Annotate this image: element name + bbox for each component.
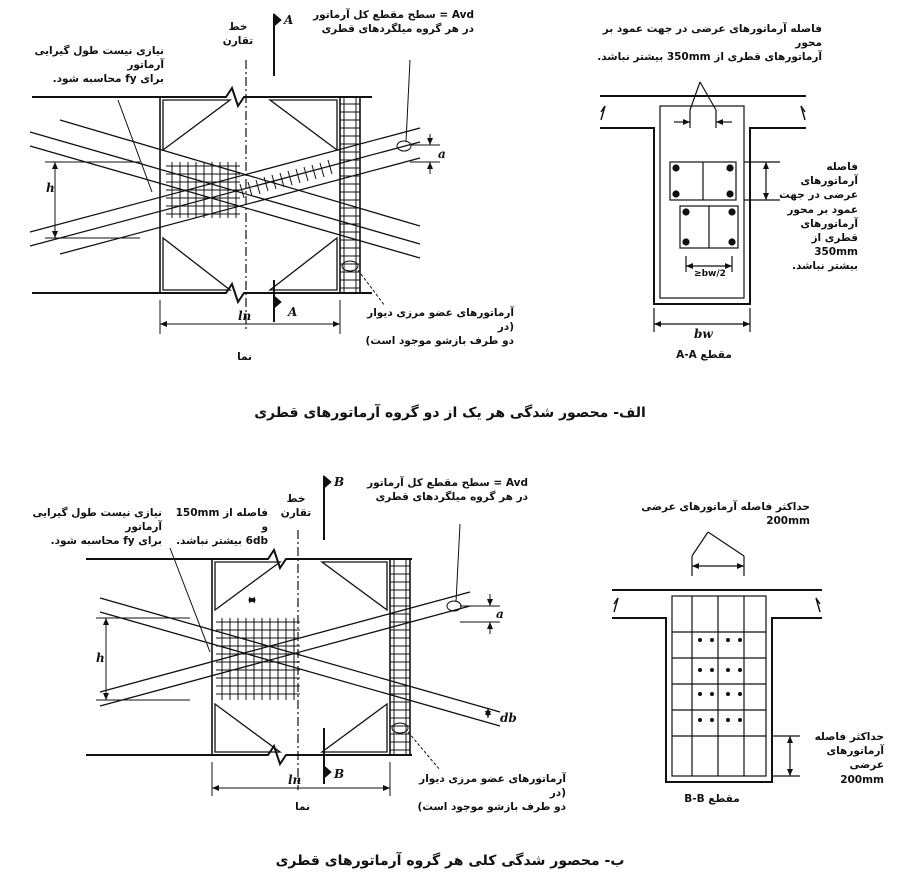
section-a-outline	[600, 95, 806, 305]
section-b-spacing-top: حداکثر فاصله آرماتورهای عرضی 200mm	[641, 501, 810, 528]
diagonal-bars-b	[99, 591, 501, 727]
diagonal-ties-a	[239, 159, 333, 199]
caption-a: الف- محصور شدگی هر یک از دو گروه آرماتور…	[254, 405, 646, 421]
stirrups-a	[162, 99, 338, 291]
avd-note-a: Avd = سطح مقطع کل آرماتور در هر گروه میل…	[313, 9, 474, 36]
ln-label-b: ln	[288, 773, 302, 787]
section-a-spacing-top: فاصله آرماتورهای عرضی در جهت عمود بر محو…	[597, 23, 822, 64]
elevation-label-b: نما	[295, 801, 310, 813]
boundary-note-b: آرماتورهای عضو مرزی دیوار (در دو طرف باز…	[417, 773, 566, 814]
section-mark-b-top: B	[334, 475, 345, 489]
boundary-ties-b	[390, 559, 410, 755]
beam-elevation-b	[86, 547, 412, 767]
db-label-b: db	[500, 711, 517, 725]
beam-elevation-a	[32, 85, 372, 305]
symmetry-axis-label-a: خط تقارن	[222, 21, 254, 48]
section-b-title: مقطع B-B	[684, 793, 740, 805]
section-mark-a-bottom: A	[288, 305, 298, 319]
section-cut-a	[273, 12, 282, 322]
section-b-spacing-side: حداکثر فاصله آرماتورهای عرضی 200mm	[814, 731, 884, 786]
a-label-a: a	[438, 147, 446, 161]
h-label-a: h	[46, 181, 55, 195]
a-label-b: a	[496, 607, 504, 621]
section-a-bw2: ≥bw/2	[694, 269, 726, 279]
caption-b: ب- محصور شدگی کلی هر گروه آرماتورهای قطر…	[275, 853, 625, 869]
section-cut-b	[323, 474, 332, 784]
transverse-mesh-b	[216, 618, 300, 700]
stirrups-b	[214, 561, 388, 753]
section-b-outline	[612, 589, 822, 783]
section-a-title: مقطع A-A	[676, 349, 732, 361]
development-note-b: نیازی نیست طول گیرایی آرماتور برای fy مح…	[32, 507, 162, 548]
development-note-a: نیازی نیست طول گیرایی آرماتور برای fy مح…	[34, 45, 164, 86]
h-label-b: h	[96, 651, 105, 665]
boundary-ties-a	[340, 97, 360, 293]
section-mark-a-top: A	[284, 13, 294, 27]
section-a-spacing-side: فاصله آرماتورهای عرضی در جهت عمود بر محو…	[779, 161, 858, 273]
section-a-reinf	[653, 81, 780, 332]
boundary-note-a: آرماتورهای عضو مرزی دیوار (در دو طرف باز…	[365, 307, 514, 348]
avd-note-b: Avd = سطح مقطع کل آرماتور در هر گروه میل…	[367, 477, 528, 504]
ln-label-a: ln	[238, 309, 252, 323]
section-mark-b-bottom: B	[334, 767, 345, 781]
transverse-mesh-a	[166, 162, 240, 218]
spacing-note-b: فاصله از 150mm و 6db بیشتر نباشد.	[175, 507, 268, 548]
diagonal-bars-a	[29, 119, 421, 259]
section-b-reinf	[671, 531, 800, 777]
section-a-bw: bw	[694, 327, 713, 341]
elevation-label-a: نما	[237, 351, 252, 363]
symmetry-axis-label-b: خط تقارن	[280, 493, 312, 520]
